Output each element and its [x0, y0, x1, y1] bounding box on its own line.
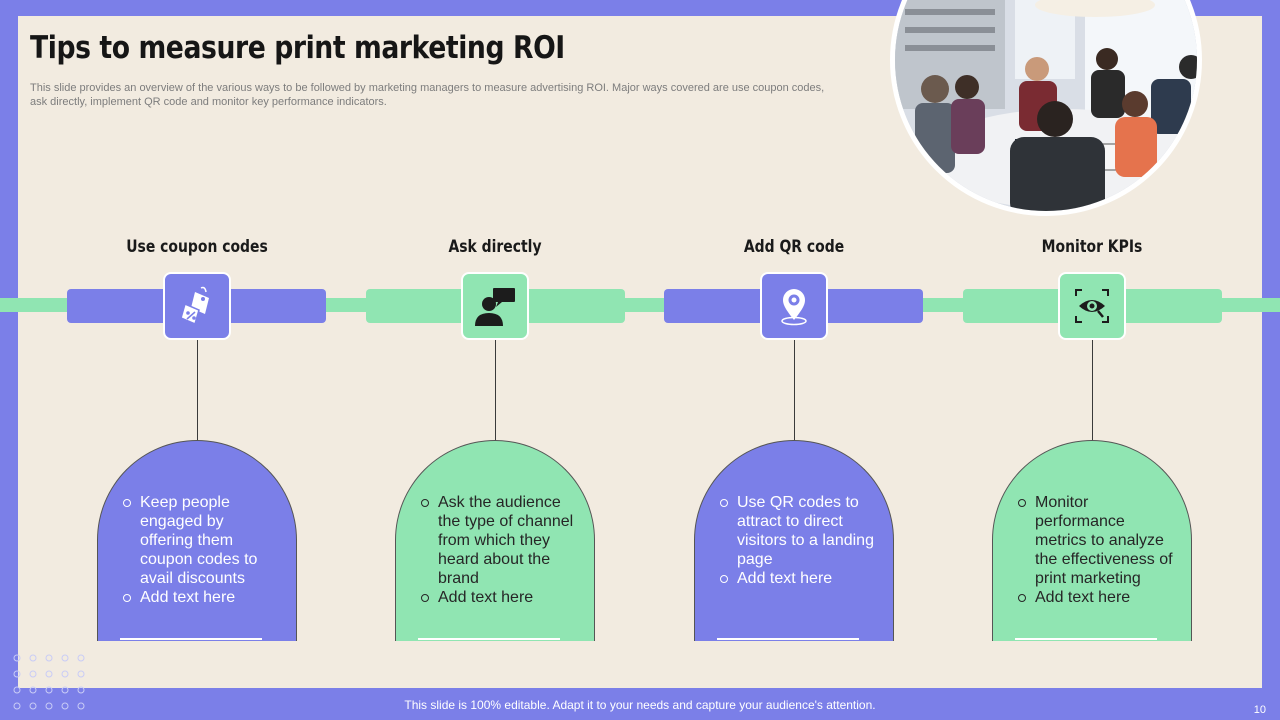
eye-scan-icon [1075, 289, 1109, 323]
bullet-item: Add text here [418, 588, 578, 607]
bullet-item: Add text here [120, 588, 280, 607]
bullet-item: Add text here [1015, 588, 1175, 607]
connector-line-4 [1092, 340, 1093, 441]
step-card-2: Ask the audience the type of channel fro… [395, 440, 595, 641]
card-underline [717, 638, 859, 640]
step-icon-box-2 [461, 272, 529, 340]
card-underline [1015, 638, 1157, 640]
step-icon-box-4 [1058, 272, 1126, 340]
step-card-2-bullets: Ask the audience the type of channel fro… [418, 493, 578, 607]
footer-note: This slide is 100% editable. Adapt it to… [404, 698, 876, 712]
bullet-item: Add text here [717, 569, 877, 588]
page-number: 10 [1253, 704, 1266, 716]
connector-line-2 [495, 340, 496, 441]
card-underline [418, 638, 560, 640]
person-speech-icon [475, 288, 515, 326]
connector-line-1 [197, 340, 198, 441]
step-card-1-bullets: Keep people engaged by offering them cou… [120, 493, 280, 607]
card-underline [120, 638, 262, 640]
step-label-1: Use coupon codes [126, 237, 268, 257]
bullet-item: Monitor performance metrics to analyze t… [1015, 493, 1175, 588]
bullet-item: Keep people engaged by offering them cou… [120, 493, 280, 588]
decorative-dot-grid [13, 654, 85, 710]
step-icon-box-1 [163, 272, 231, 340]
step-icon-box-3 [760, 272, 828, 340]
bullet-item: Ask the audience the type of channel fro… [418, 493, 578, 588]
step-card-1: Keep people engaged by offering them cou… [97, 440, 297, 641]
step-card-4: Monitor performance metrics to analyze t… [992, 440, 1192, 641]
step-label-2: Ask directly [448, 237, 542, 257]
step-card-3-bullets: Use QR codes to attract to direct visito… [717, 493, 877, 588]
step-label-4: Monitor KPIs [1041, 237, 1143, 257]
coupon-tag-icon [180, 286, 209, 326]
meeting-photo [890, 0, 1202, 216]
step-card-3: Use QR codes to attract to direct visito… [694, 440, 894, 641]
step-label-3: Add QR code [743, 237, 845, 257]
location-pin-icon [781, 289, 807, 326]
connector-line-3 [794, 340, 795, 441]
slide-title: Tips to measure print marketing ROI [30, 30, 565, 66]
slide-subtitle: This slide provides an overview of the v… [30, 82, 825, 108]
step-card-4-bullets: Monitor performance metrics to analyze t… [1015, 493, 1175, 607]
bullet-item: Use QR codes to attract to direct visito… [717, 493, 877, 569]
